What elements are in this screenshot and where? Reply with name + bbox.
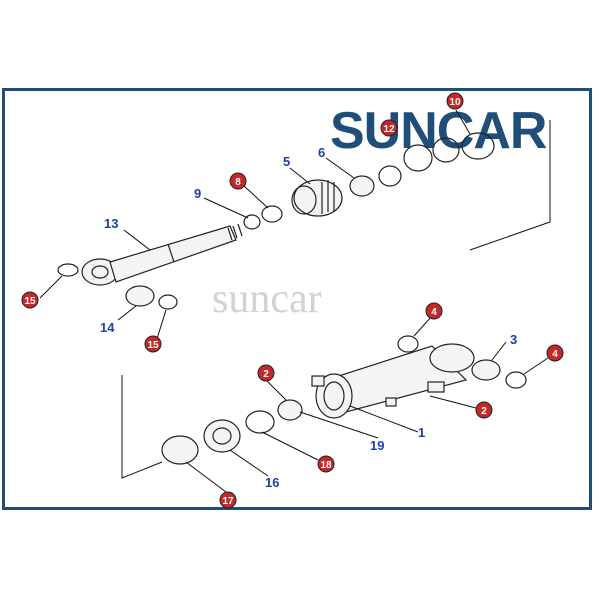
badge-part-4-left: 4 — [425, 302, 443, 320]
seal-10 — [461, 132, 495, 160]
tube-end — [315, 373, 353, 419]
ring-6 — [349, 175, 375, 197]
badge-part-18: 18 — [317, 455, 335, 473]
label-part-1: 1 — [418, 425, 425, 440]
rod-shoulder-line — [167, 243, 175, 263]
badge-part-8: 8 — [229, 172, 247, 190]
watermark-text: suncar — [212, 276, 322, 322]
ring-4b — [505, 371, 527, 389]
svg-text:12: 12 — [383, 124, 395, 135]
badge-part-12: 12 — [380, 119, 398, 137]
assembly-guide-line-lower — [121, 375, 163, 479]
label-part-13: 13 — [104, 216, 118, 231]
seal-11 — [432, 137, 460, 163]
cylinder-tube-1 — [311, 343, 475, 419]
badge-part-10: 10 — [446, 92, 464, 110]
seal-18 — [245, 410, 275, 434]
leader-lines — [39, 109, 549, 493]
label-part-6: 6 — [318, 145, 325, 160]
rod-eye-bore — [91, 265, 109, 279]
badge-part-15-upper: 15 — [21, 291, 39, 309]
rod-assembly — [81, 223, 243, 286]
svg-text:10: 10 — [449, 97, 461, 108]
bushing-3 — [471, 359, 501, 381]
svg-text:18: 18 — [320, 460, 332, 471]
gland-17 — [161, 435, 199, 465]
ring-15b — [158, 294, 178, 310]
tube-end-bore — [323, 381, 345, 411]
badge-part-2-left: 2 — [257, 364, 275, 382]
diagram-frame — [2, 88, 592, 510]
snap-ring-9 — [243, 214, 261, 230]
svg-text:4: 4 — [552, 349, 558, 360]
label-part-9: 9 — [194, 186, 201, 201]
nut-19 — [277, 399, 303, 421]
label-part-3: 3 — [510, 332, 517, 347]
tube-lug — [385, 397, 397, 407]
assembly-guide-line-upper — [469, 120, 551, 251]
seal-7 — [378, 165, 402, 187]
tube-port — [311, 375, 325, 387]
label-part-19: 19 — [370, 438, 384, 453]
ring-4a — [397, 335, 419, 353]
svg-text:2: 2 — [263, 369, 269, 380]
svg-text:17: 17 — [222, 496, 234, 507]
badge-part-4-right: 4 — [546, 344, 564, 362]
rod-thread — [227, 223, 243, 241]
gland-16 — [203, 419, 241, 453]
label-part-14: 14 — [100, 320, 115, 335]
label-part-16: 16 — [265, 475, 279, 490]
logo-text: SUNCAR — [330, 102, 547, 160]
svg-text:8: 8 — [235, 177, 241, 188]
seal-12 — [403, 144, 433, 172]
svg-text:15: 15 — [147, 340, 159, 351]
tube-bracket — [427, 381, 445, 393]
gland-16-bore — [212, 427, 232, 445]
svg-text:2: 2 — [481, 406, 487, 417]
label-part-5: 5 — [283, 154, 290, 169]
badge-part-15-lower: 15 — [144, 335, 162, 353]
seal-8 — [261, 205, 283, 223]
badge-part-2-right: 2 — [475, 401, 493, 419]
piston-rod — [109, 225, 237, 283]
piston-5 — [291, 179, 343, 217]
badge-part-17: 17 — [219, 491, 237, 509]
suncar-logo: SUNCAR — [330, 102, 548, 160]
ring-15a — [57, 263, 79, 277]
tube-head-eye — [429, 343, 475, 373]
svg-text:15: 15 — [24, 296, 36, 307]
bushing-14 — [125, 285, 155, 307]
svg-text:4: 4 — [431, 307, 437, 318]
